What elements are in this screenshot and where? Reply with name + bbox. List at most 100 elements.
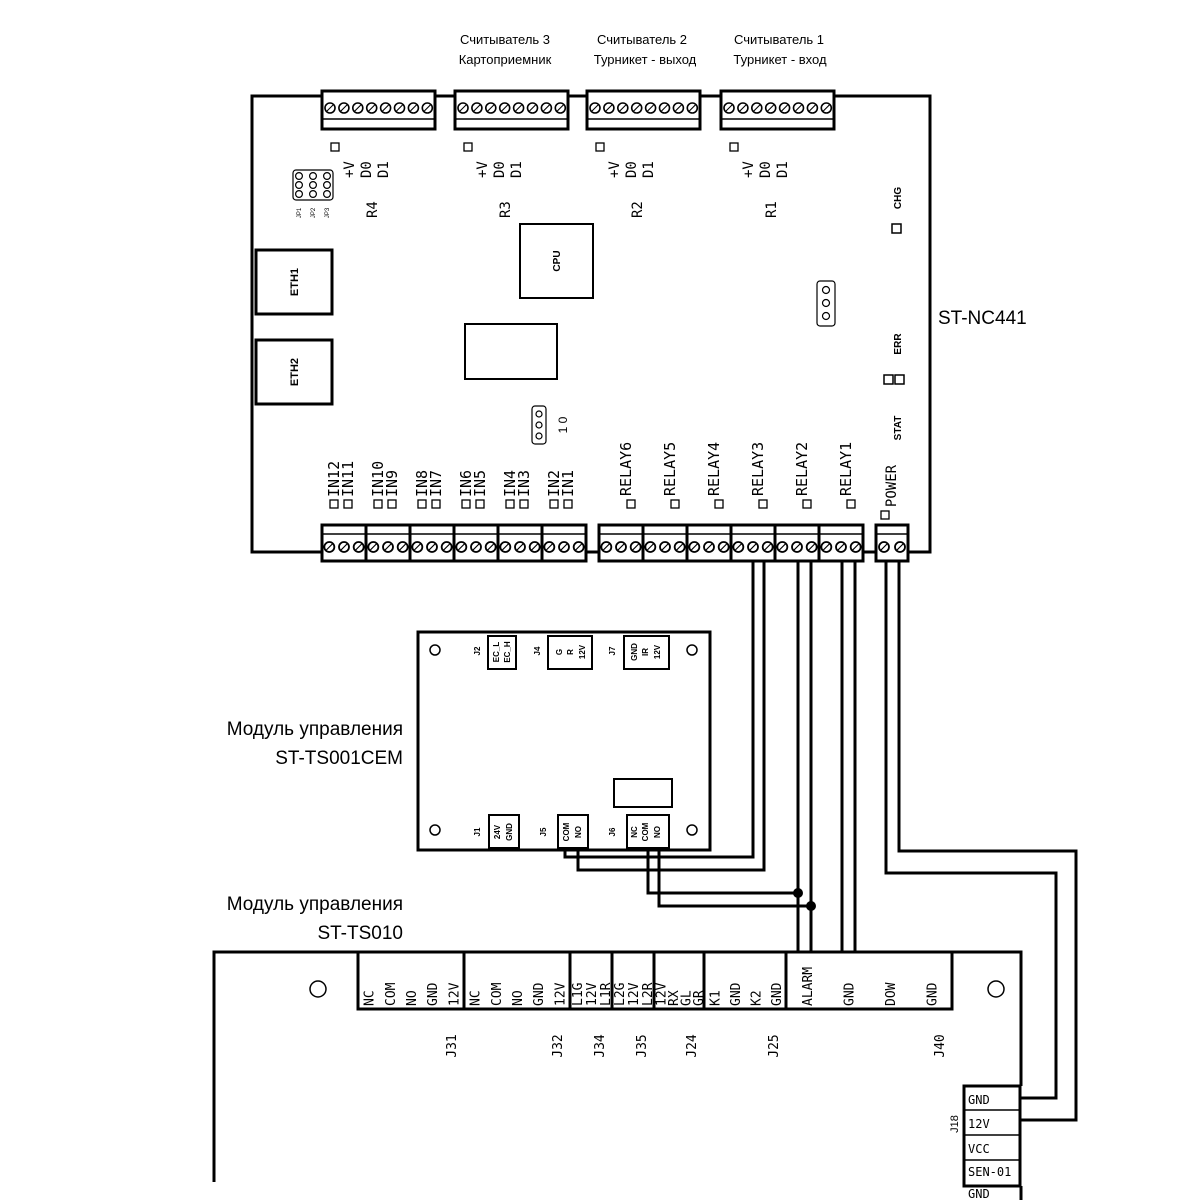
relay-terminal-block-slot xyxy=(837,543,845,551)
cem-j1-label: J1 xyxy=(473,827,482,836)
ts010-hole-left xyxy=(309,980,327,998)
reader-screw-slot xyxy=(515,104,522,112)
reader-screw-slot xyxy=(822,104,830,112)
input-led xyxy=(329,499,339,509)
reader-screw-slot xyxy=(675,104,682,112)
input-led xyxy=(343,499,353,509)
reader-led xyxy=(330,142,340,152)
reader-pin-d1: D1 xyxy=(775,161,791,178)
ts010-hole-right xyxy=(987,980,1005,998)
relay-label-RELAY5: RELAY5 xyxy=(661,442,679,496)
reader-screw-slot xyxy=(423,104,431,112)
relay-led xyxy=(758,499,768,509)
io-jumper-label: 1 0 xyxy=(556,416,570,433)
ts010-group-label-J25: J25 xyxy=(767,1034,782,1057)
cem-caption-line2: ST-TS001CEM xyxy=(275,748,403,769)
ts010-pin-12V: 12V xyxy=(627,982,642,1006)
cem-j2-connector xyxy=(487,635,517,670)
ts010-pin-12V: 12V xyxy=(447,982,462,1006)
relay-label-RELAY3: RELAY3 xyxy=(749,442,767,496)
mode-jumper xyxy=(816,280,836,327)
err-led xyxy=(883,374,894,385)
reader-screw-slot xyxy=(767,104,775,112)
cpu-label: CPU xyxy=(552,250,563,271)
ts010-caption-line1: Модуль управления xyxy=(227,894,403,915)
reader-pin-d1: D1 xyxy=(641,161,657,178)
captions: Считыватель 3 Картоприемник Считыватель … xyxy=(227,32,1027,944)
relay-led xyxy=(714,499,724,509)
reader2-caption-line1: Считыватель 2 xyxy=(597,32,687,47)
eth2-label: ETH2 xyxy=(289,358,301,386)
input-terminal-block-slot xyxy=(531,543,539,551)
ts010-caption-line2: ST-TS010 xyxy=(317,923,403,944)
reader-name-R3: R3 xyxy=(498,201,514,218)
power-terminal-block-slot xyxy=(880,543,888,551)
cem-j1-pin2: GND xyxy=(505,823,514,841)
ts010-pin-NO: NO xyxy=(511,990,526,1006)
relay-label-RELAY6: RELAY6 xyxy=(617,442,635,496)
input-terminal-block-slot xyxy=(355,543,363,551)
relay-led xyxy=(802,499,812,509)
input-label-IN6: IN6 xyxy=(457,470,475,497)
reader-led xyxy=(463,142,473,152)
reader-name-R1: R1 xyxy=(764,201,780,218)
cem-j5-connector xyxy=(557,814,589,849)
ts010-group-label-J35: J35 xyxy=(635,1034,650,1057)
input-terminal-block-slot xyxy=(369,543,377,551)
wire-power-gnd xyxy=(884,560,1058,1100)
memory-chip xyxy=(464,323,558,380)
input-terminal-block-slot xyxy=(472,543,480,551)
input-label-IN1: IN1 xyxy=(559,470,577,497)
reader-screw-slot xyxy=(368,104,376,112)
reader-pin-d0: D0 xyxy=(758,161,774,178)
cem-j2-pin1: EC_L xyxy=(492,642,501,663)
ts010-pin-K2: K2 xyxy=(749,990,764,1006)
input-led xyxy=(549,499,559,509)
reader-screw-slot xyxy=(781,104,788,112)
reader1-caption-line1: Считыватель 1 xyxy=(734,32,824,47)
reader-pin-d1: D1 xyxy=(376,161,392,178)
ts010-group-label-J40: J40 xyxy=(933,1034,948,1057)
reader3-caption-line2: Картоприемник xyxy=(459,52,552,67)
ts010-group-label-J34: J34 xyxy=(593,1034,608,1058)
reader-screw-slot xyxy=(809,104,816,112)
j18-pin-12v: 12V xyxy=(968,1117,990,1131)
jumper-block: JP1 JP2 JP3 xyxy=(292,169,334,218)
input-terminal-block-slot xyxy=(501,543,509,551)
controller-board: ETH1 ETH2 CPU JP1 JP2 JP3 xyxy=(250,89,932,563)
ts010-pin-GND: GND xyxy=(770,982,785,1006)
reader-screw-slot xyxy=(725,104,733,112)
relay-terminal-block-slot xyxy=(793,543,801,551)
input-terminal-block-slot xyxy=(384,543,392,551)
input-label-IN9: IN9 xyxy=(383,470,401,497)
input-terminal-block-slot xyxy=(487,543,495,551)
relay-led xyxy=(626,499,636,509)
reader-pin-d1: D1 xyxy=(509,161,525,178)
input-terminal-block-slot xyxy=(325,543,333,551)
io-jumper: 1 0 xyxy=(531,405,570,445)
status-leds: CHG ERR STAT POWER xyxy=(883,187,905,507)
input-label-IN12: IN12 xyxy=(325,461,343,497)
wire-junctions xyxy=(793,888,816,911)
cem-relay xyxy=(613,778,673,808)
cem-j7-connector xyxy=(623,635,670,670)
cem-hole-tr xyxy=(686,644,698,656)
cem-j4-pin1: G xyxy=(555,649,564,655)
input-terminal-block-slot xyxy=(443,543,451,551)
relay-led xyxy=(670,499,680,509)
input-terminal-block-slot xyxy=(457,543,465,551)
input-terminal-block-slot xyxy=(575,543,583,551)
chg-led xyxy=(891,223,902,234)
eth2-port xyxy=(254,338,334,406)
reader-pin-d0: D0 xyxy=(624,161,640,178)
ts010-pin-DOW: DOW xyxy=(884,982,899,1006)
stat-led xyxy=(894,374,905,385)
input-label-IN3: IN3 xyxy=(515,470,533,497)
reader-screw-slot xyxy=(556,104,564,112)
jp1-label: JP1 xyxy=(297,207,303,218)
ts010-pin-GND: GND xyxy=(842,982,857,1006)
